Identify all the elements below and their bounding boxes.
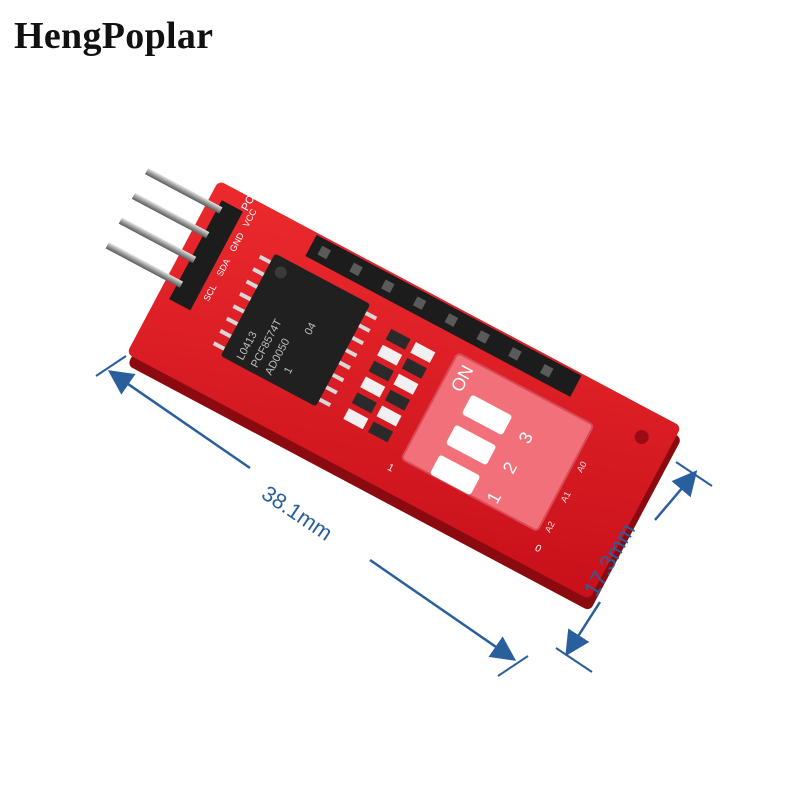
- width-arrow-top: [654, 470, 698, 521]
- mark-0: 0: [533, 543, 543, 556]
- pin: [131, 192, 210, 239]
- pin: [118, 217, 197, 264]
- dip-toggles[interactable]: [430, 394, 513, 495]
- ic-legs: [212, 254, 378, 407]
- chip-pin1-dot: [274, 266, 287, 279]
- chip-marking-3: 04: [303, 321, 319, 337]
- addr-label-a1: A1: [559, 490, 573, 504]
- brand-logo-text: HengPoplar: [14, 15, 214, 57]
- chip-marking-5: 1: [282, 365, 295, 376]
- dip-switch[interactable]: ON 1 2 3 A0 A1 A2 1 0: [384, 349, 606, 556]
- length-arrow-right: [369, 558, 517, 661]
- pin: [145, 167, 223, 214]
- addr-label-a2: A2: [543, 520, 557, 534]
- width-arrow-bottom: [565, 601, 602, 657]
- pcf8574-chip: [221, 254, 370, 406]
- top-header: [305, 234, 582, 397]
- mounting-hole: [634, 430, 649, 445]
- length-arrow-left: [107, 370, 251, 470]
- left-pins: [105, 167, 223, 288]
- smd-resistors: [343, 328, 436, 443]
- left-header: [169, 200, 243, 311]
- addr-label-a0: A0: [575, 460, 589, 474]
- length-label: 38.1mm: [257, 480, 337, 545]
- pin: [105, 242, 184, 288]
- mark-1: 1: [385, 462, 395, 475]
